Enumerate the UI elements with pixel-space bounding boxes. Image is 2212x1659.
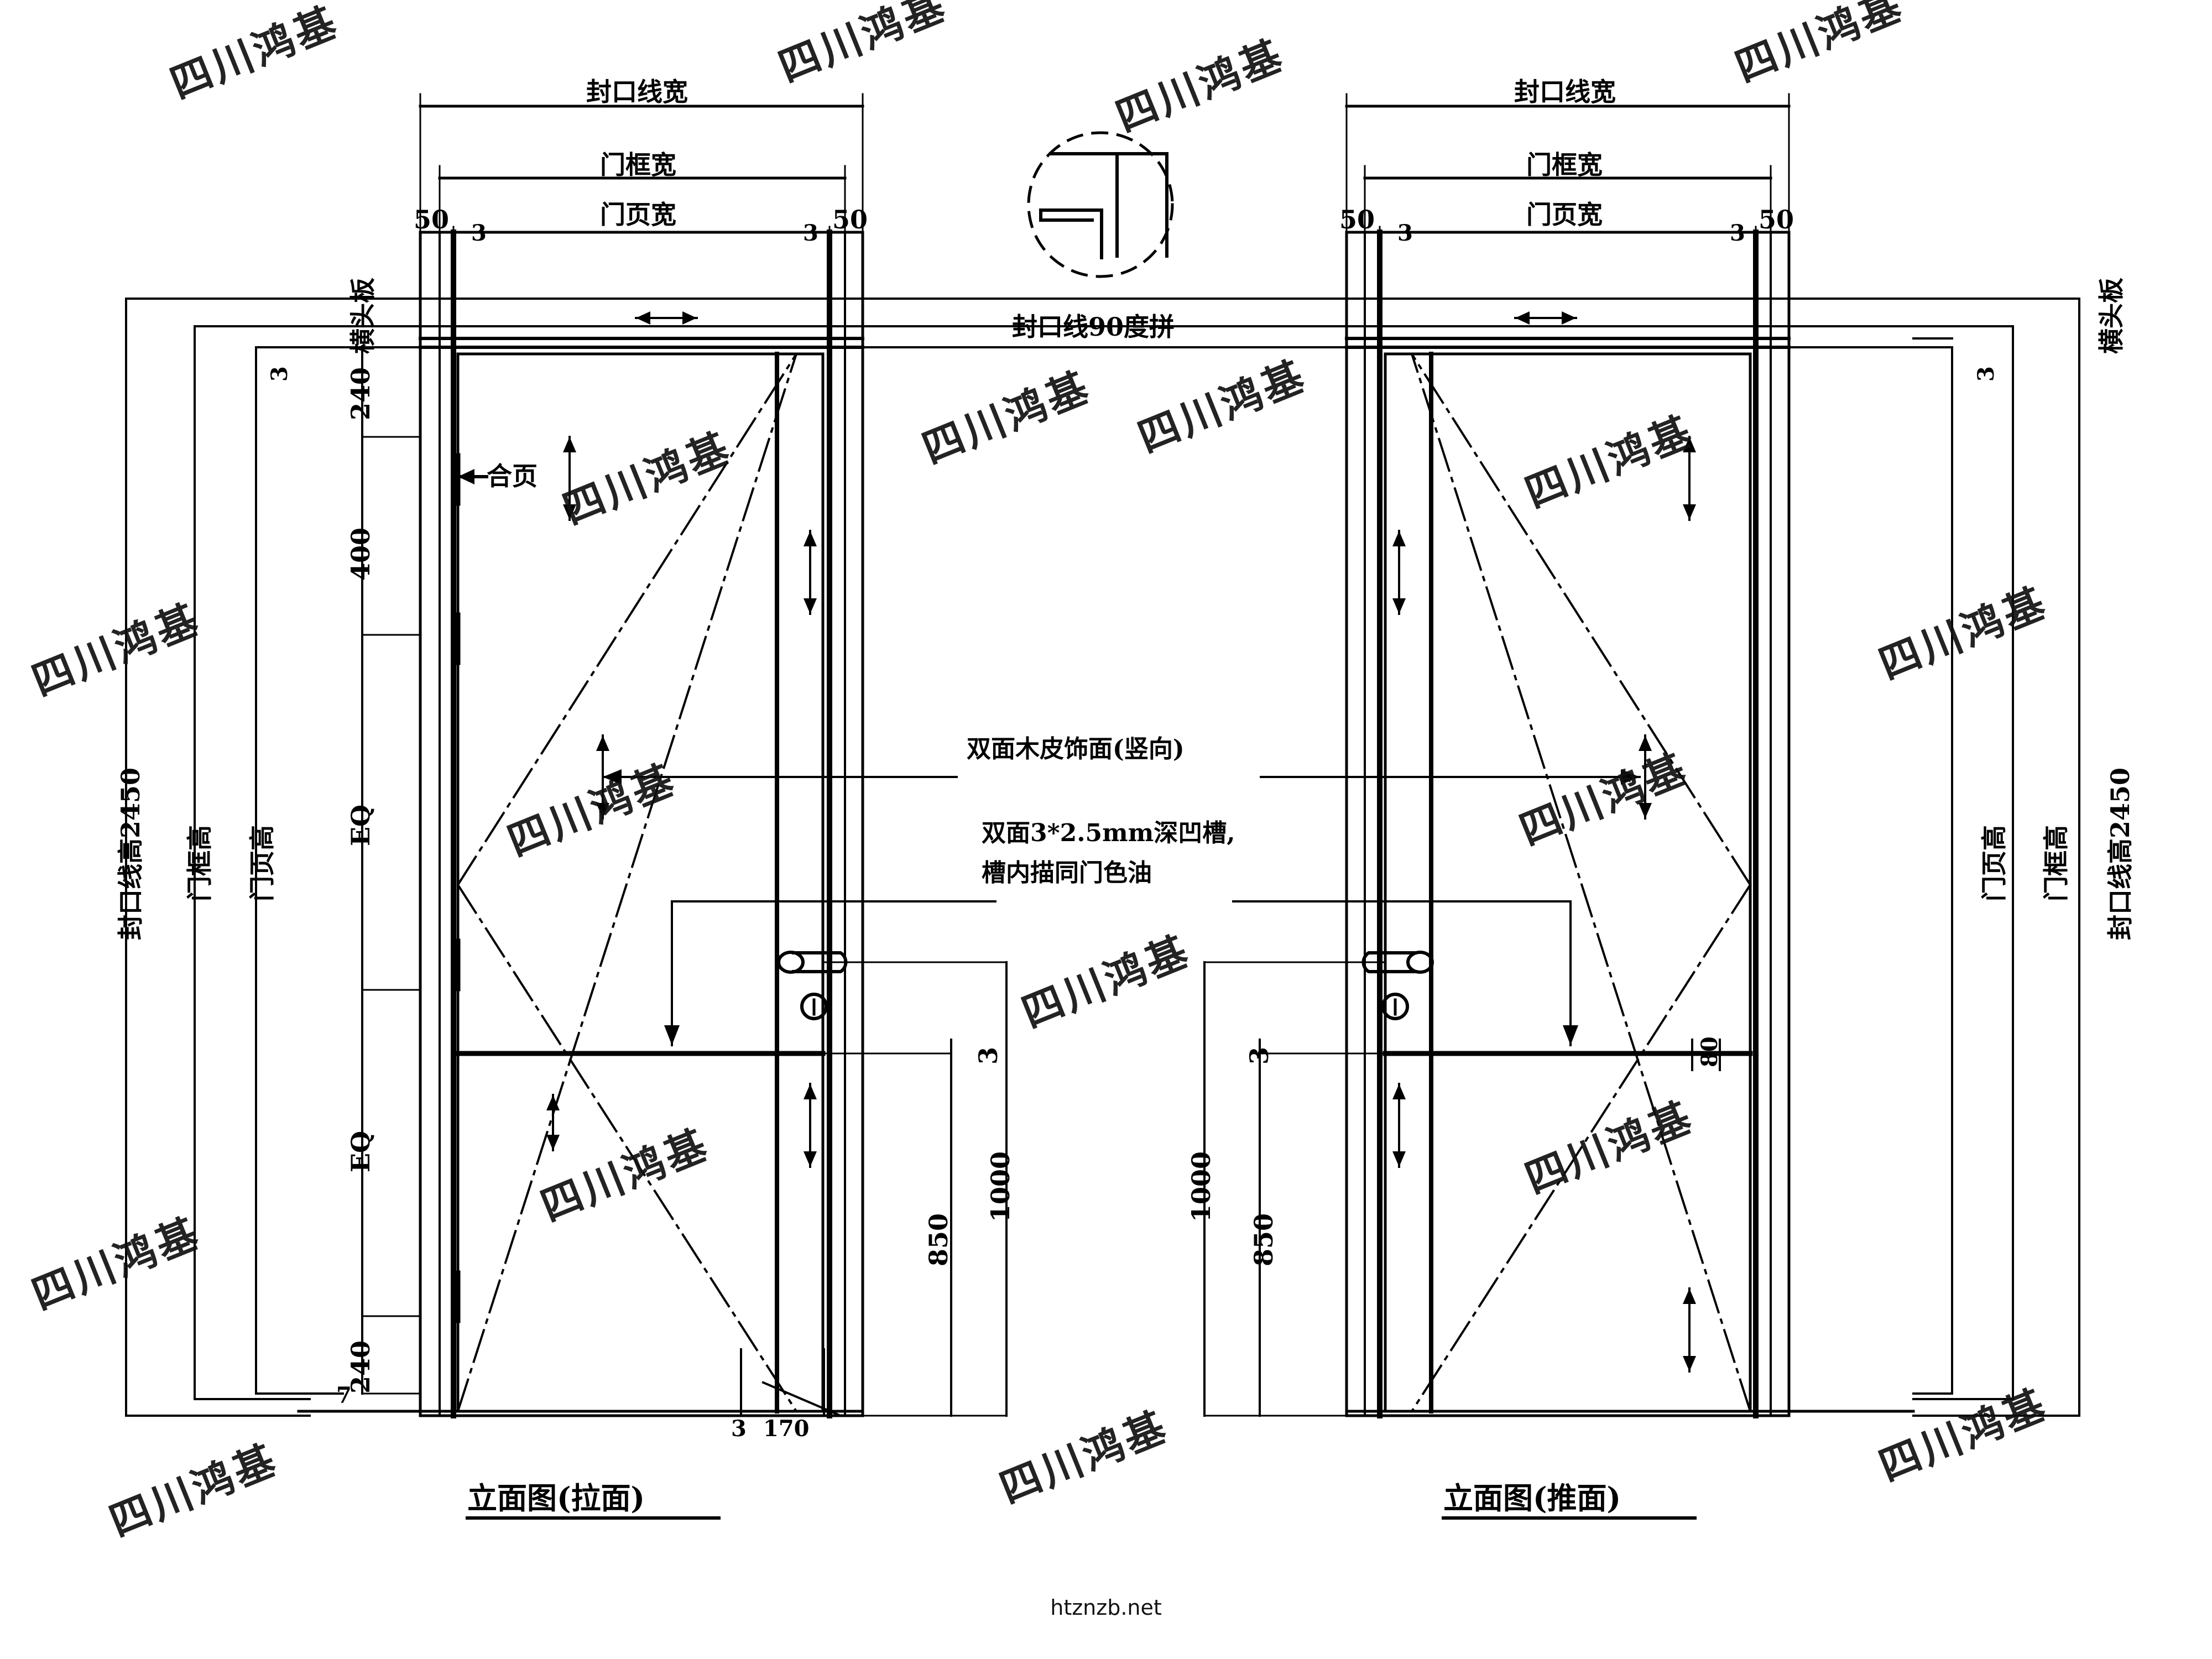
note-veneer: 双面木皮饰面(竖向) bbox=[967, 735, 1185, 763]
label-head-board-right: 横头板 bbox=[2096, 278, 2126, 354]
dim-hinge-seg-1: 240 bbox=[346, 367, 375, 420]
label-leaf-height-right: 门页高 bbox=[1979, 825, 2009, 901]
label-detail-circle: 封口线90度拼 bbox=[1012, 312, 1175, 342]
label-frame-height-left: 门框高 bbox=[185, 825, 215, 901]
dim-right-jamb-right: 50 bbox=[1759, 205, 1794, 234]
label-head-board-left: 横头板 bbox=[348, 278, 378, 354]
dim-handle-height-left: 850 bbox=[924, 1213, 953, 1266]
dim-left-gap-left: 3 bbox=[471, 220, 487, 246]
dim-rail-right: 80 bbox=[1697, 1036, 1723, 1067]
label-frame-width-left: 门框宽 bbox=[600, 150, 676, 180]
label-band-width-left: 封口线宽 bbox=[586, 77, 688, 107]
dim-left-jamb-right: 50 bbox=[1339, 205, 1375, 234]
dim-handle-height-right: 850 bbox=[1249, 1213, 1279, 1266]
dim-floor-mark: 7 bbox=[336, 1383, 352, 1408]
dim-bottom-gap: 3 bbox=[731, 1416, 747, 1442]
label-leaf-width-right: 门页宽 bbox=[1526, 200, 1603, 229]
dim-bottom-threshold: 170 bbox=[763, 1416, 810, 1442]
dim-lock-height-left: 1000 bbox=[985, 1151, 1015, 1222]
site-watermark: htznzb.net bbox=[1050, 1595, 1162, 1620]
dim-head-thickness-right: 3 bbox=[1973, 366, 1999, 382]
label-leaf-height-left: 门页高 bbox=[247, 825, 277, 901]
note-groove-line2: 槽内描同门色油 bbox=[982, 859, 1152, 887]
view-title-left: 立面图(拉面) bbox=[467, 1480, 645, 1516]
dim-groove-right: 3 bbox=[1244, 1046, 1274, 1065]
dim-hinge-seg-2: 400 bbox=[346, 527, 375, 581]
dim-right-gap-left: 3 bbox=[803, 220, 818, 246]
dim-right-jamb-left: 50 bbox=[832, 205, 868, 234]
dim-hinge-seg-3: EQ bbox=[346, 804, 375, 846]
view-title-right: 立面图(推面) bbox=[1443, 1480, 1621, 1516]
label-hinge: 合页 bbox=[487, 461, 538, 491]
dim-hinge-seg-4: EQ bbox=[346, 1130, 375, 1172]
label-leaf-width-left: 门页宽 bbox=[600, 200, 676, 229]
dim-lock-height-right: 1000 bbox=[1186, 1151, 1216, 1222]
label-frame-width-right: 门框宽 bbox=[1526, 150, 1603, 180]
label-frame-height-right: 门框高 bbox=[2041, 825, 2071, 901]
note-groove-line1: 双面3*2.5mm深凹槽, bbox=[982, 819, 1235, 847]
dim-left-jamb-left: 50 bbox=[414, 205, 450, 234]
label-band-height-left: 封口线高2450 bbox=[116, 767, 145, 940]
dim-head-thickness-left: 3 bbox=[267, 366, 293, 382]
dim-left-gap-right: 3 bbox=[1397, 220, 1413, 246]
label-band-width-right: 封口线宽 bbox=[1514, 77, 1616, 107]
dim-right-gap-right: 3 bbox=[1730, 220, 1745, 246]
dim-groove-left: 3 bbox=[973, 1046, 1003, 1065]
label-band-height-right: 封口线高2450 bbox=[2105, 767, 2135, 940]
